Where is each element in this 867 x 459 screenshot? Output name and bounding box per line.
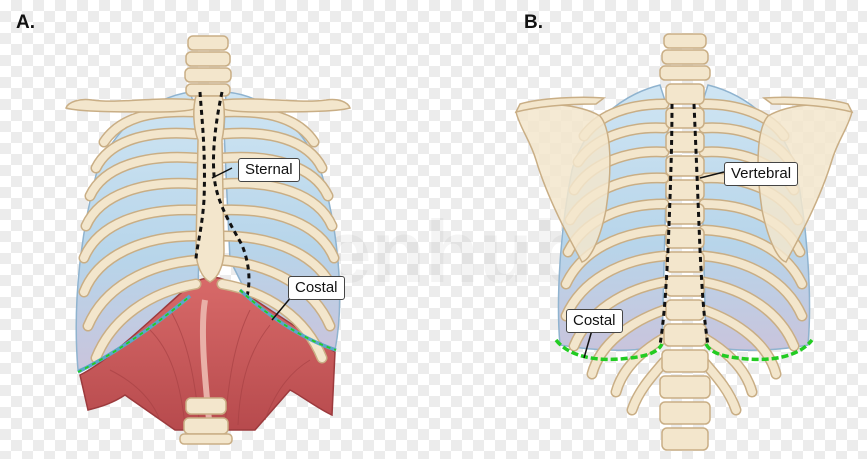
anterior-thorax [65, 35, 351, 445]
costal-border-posterior [554, 338, 814, 362]
sternal-border-left [211, 91, 251, 301]
costal-label-posterior: Costal [566, 309, 623, 333]
panel-a-letter: A. [16, 12, 35, 33]
costal-border-anterior [77, 288, 337, 374]
left-scapula [757, 104, 853, 263]
right-clavicle [65, 98, 197, 113]
sternal-border-right [194, 91, 206, 261]
right-scapula [515, 104, 611, 263]
left-clavicle [221, 98, 351, 113]
vertebral-label: Vertebral [724, 162, 799, 186]
sternal-label: Sternal [238, 158, 300, 182]
costal-label-anterior: Costal [288, 276, 345, 300]
vertebral-border-left [692, 103, 710, 346]
sternum [193, 95, 226, 283]
vertebral-border-right [658, 103, 674, 346]
panel-b-letter: B. [524, 12, 543, 33]
posterior-thorax [514, 33, 854, 451]
